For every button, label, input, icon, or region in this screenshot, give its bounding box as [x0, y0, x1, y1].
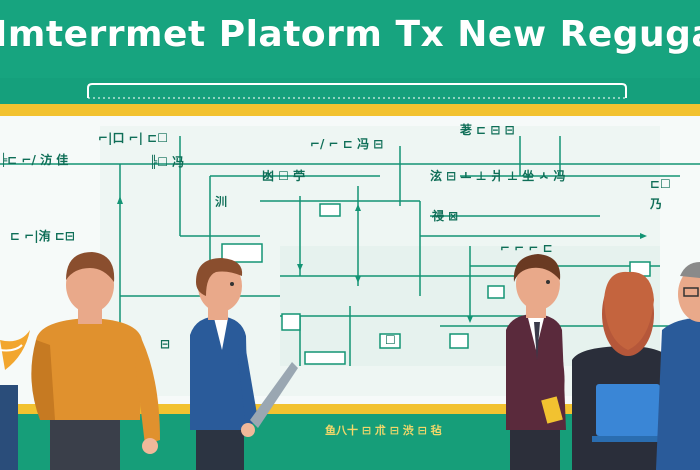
person-blue-suit — [190, 258, 298, 470]
svg-text:祲 ⊠: 祲 ⊠ — [431, 208, 458, 223]
person-orange-shirt — [31, 252, 160, 470]
person-dark-suit — [506, 254, 566, 470]
bottom-yellow-band — [0, 404, 700, 414]
title-banner: Imterrmet Platorm Tx New Regugations — [0, 0, 700, 78]
banner-underline — [87, 83, 627, 99]
svg-text:⌐|口 ⌐| ⊏☐: ⌐|口 ⌐| ⊏☐ — [98, 131, 168, 145]
svg-text:⊏☐: ⊏☐ — [650, 177, 671, 191]
person-glasses-edge — [656, 262, 700, 470]
svg-text:乃: 乃 — [649, 197, 662, 211]
banner-title: Imterrmet Platorm Tx New Regugations — [0, 14, 700, 55]
top-yellow-band — [0, 104, 700, 116]
svg-text:╞⊏ ⌐/ 汸 佳: ╞⊏ ⌐/ 汸 佳 — [0, 152, 68, 167]
svg-text:鱼八十 ⊟ 朮 ⊟ 渋 ⊟ 毡: 鱼八十 ⊟ 朮 ⊟ 渋 ⊟ 毡 — [325, 423, 442, 437]
svg-text:⌐/ ⌐ ⊏ 冯 ⊟: ⌐/ ⌐ ⊏ 冯 ⊟ — [310, 137, 383, 151]
svg-text:凼 ☐ 苧: 凼 ☐ 苧 — [262, 168, 305, 183]
svg-text:╠☐ 冯: ╠☐ 冯 — [150, 154, 184, 169]
svg-text:☐: ☐ — [385, 333, 396, 347]
svg-text:⊏ ⌐|洧 ⊏⊟: ⊏ ⌐|洧 ⊏⊟ — [10, 228, 75, 243]
glasses-icon — [683, 287, 699, 297]
svg-text:荖 ⊏ ⊟ ⊟: 荖 ⊏ ⊟ ⊟ — [459, 122, 515, 137]
person-woman-laptop — [572, 271, 676, 470]
laptop-icon — [596, 384, 660, 436]
svg-text:汌: 汌 — [215, 194, 227, 209]
spark-icon — [0, 330, 30, 370]
bottom-strip-marks: 鱼八十 ⊟ 朮 ⊟ 渋 ⊟ 毡 — [325, 423, 442, 437]
svg-text:⌐ ⌐ ⌐ ⊏: ⌐ ⌐ ⌐ ⊏ — [500, 241, 553, 255]
svg-text:⊟: ⊟ — [160, 337, 170, 351]
svg-text:泫 ⊟ ㅗ ⊥ 爿 ⊥ 坐 ㅅ 冯: 泫 ⊟ ㅗ ⊥ 爿 ⊥ 坐 ㅅ 冯 — [430, 168, 566, 183]
